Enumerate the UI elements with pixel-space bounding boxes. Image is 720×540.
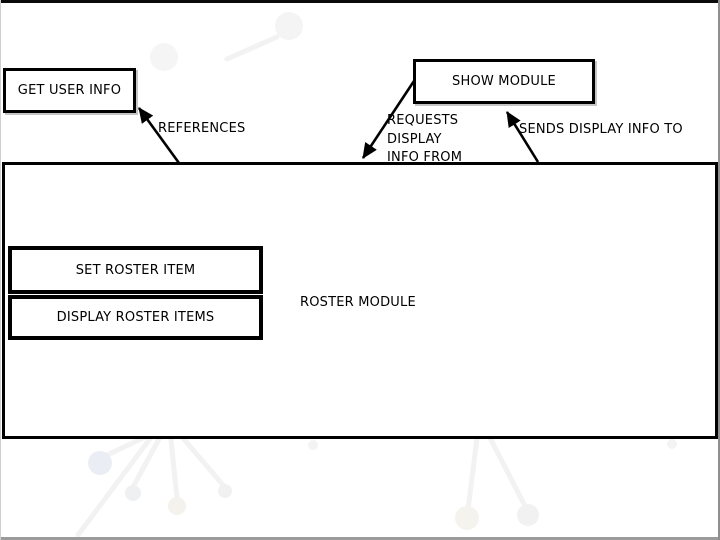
node-set-roster-item: SET ROSTER ITEM [8, 246, 263, 294]
node-get-user-info: GET USER INFO [3, 68, 136, 113]
frame-left-border [0, 0, 1, 540]
edge-label-requests-line1: REQUESTS [387, 113, 459, 128]
node-show-module: SHOW MODULE [413, 59, 595, 104]
roster-module-label: ROSTER MODULE [300, 295, 416, 310]
node-set-roster-item-label: SET ROSTER ITEM [75, 262, 196, 278]
arrow-requests-display-info-from [361, 80, 416, 159]
arrow-sends-display-info-to [505, 111, 540, 163]
edge-label-requests-line3: INFO FROM [387, 150, 463, 165]
frame-bottom-border [0, 537, 720, 540]
edge-label-requests-line2: DISPLAY [387, 131, 442, 147]
node-display-roster-items-label: DISPLAY ROSTER ITEMS [56, 310, 215, 325]
arrow-references [137, 107, 181, 164]
frame-right-border [718, 0, 720, 540]
edge-label-requests-display-info-from: REQUESTS DISPLAY INFO FROM [387, 112, 462, 168]
node-get-user-info-label: GET USER INFO [17, 83, 122, 98]
edge-label-references: REFERENCES [158, 121, 246, 136]
node-display-roster-items: DISPLAY ROSTER ITEMS [8, 295, 263, 340]
edge-label-sends-display-info-to: SENDS DISPLAY INFO TO [519, 122, 683, 137]
frame-top-border [0, 0, 720, 3]
node-show-module-label: SHOW MODULE [452, 74, 556, 89]
